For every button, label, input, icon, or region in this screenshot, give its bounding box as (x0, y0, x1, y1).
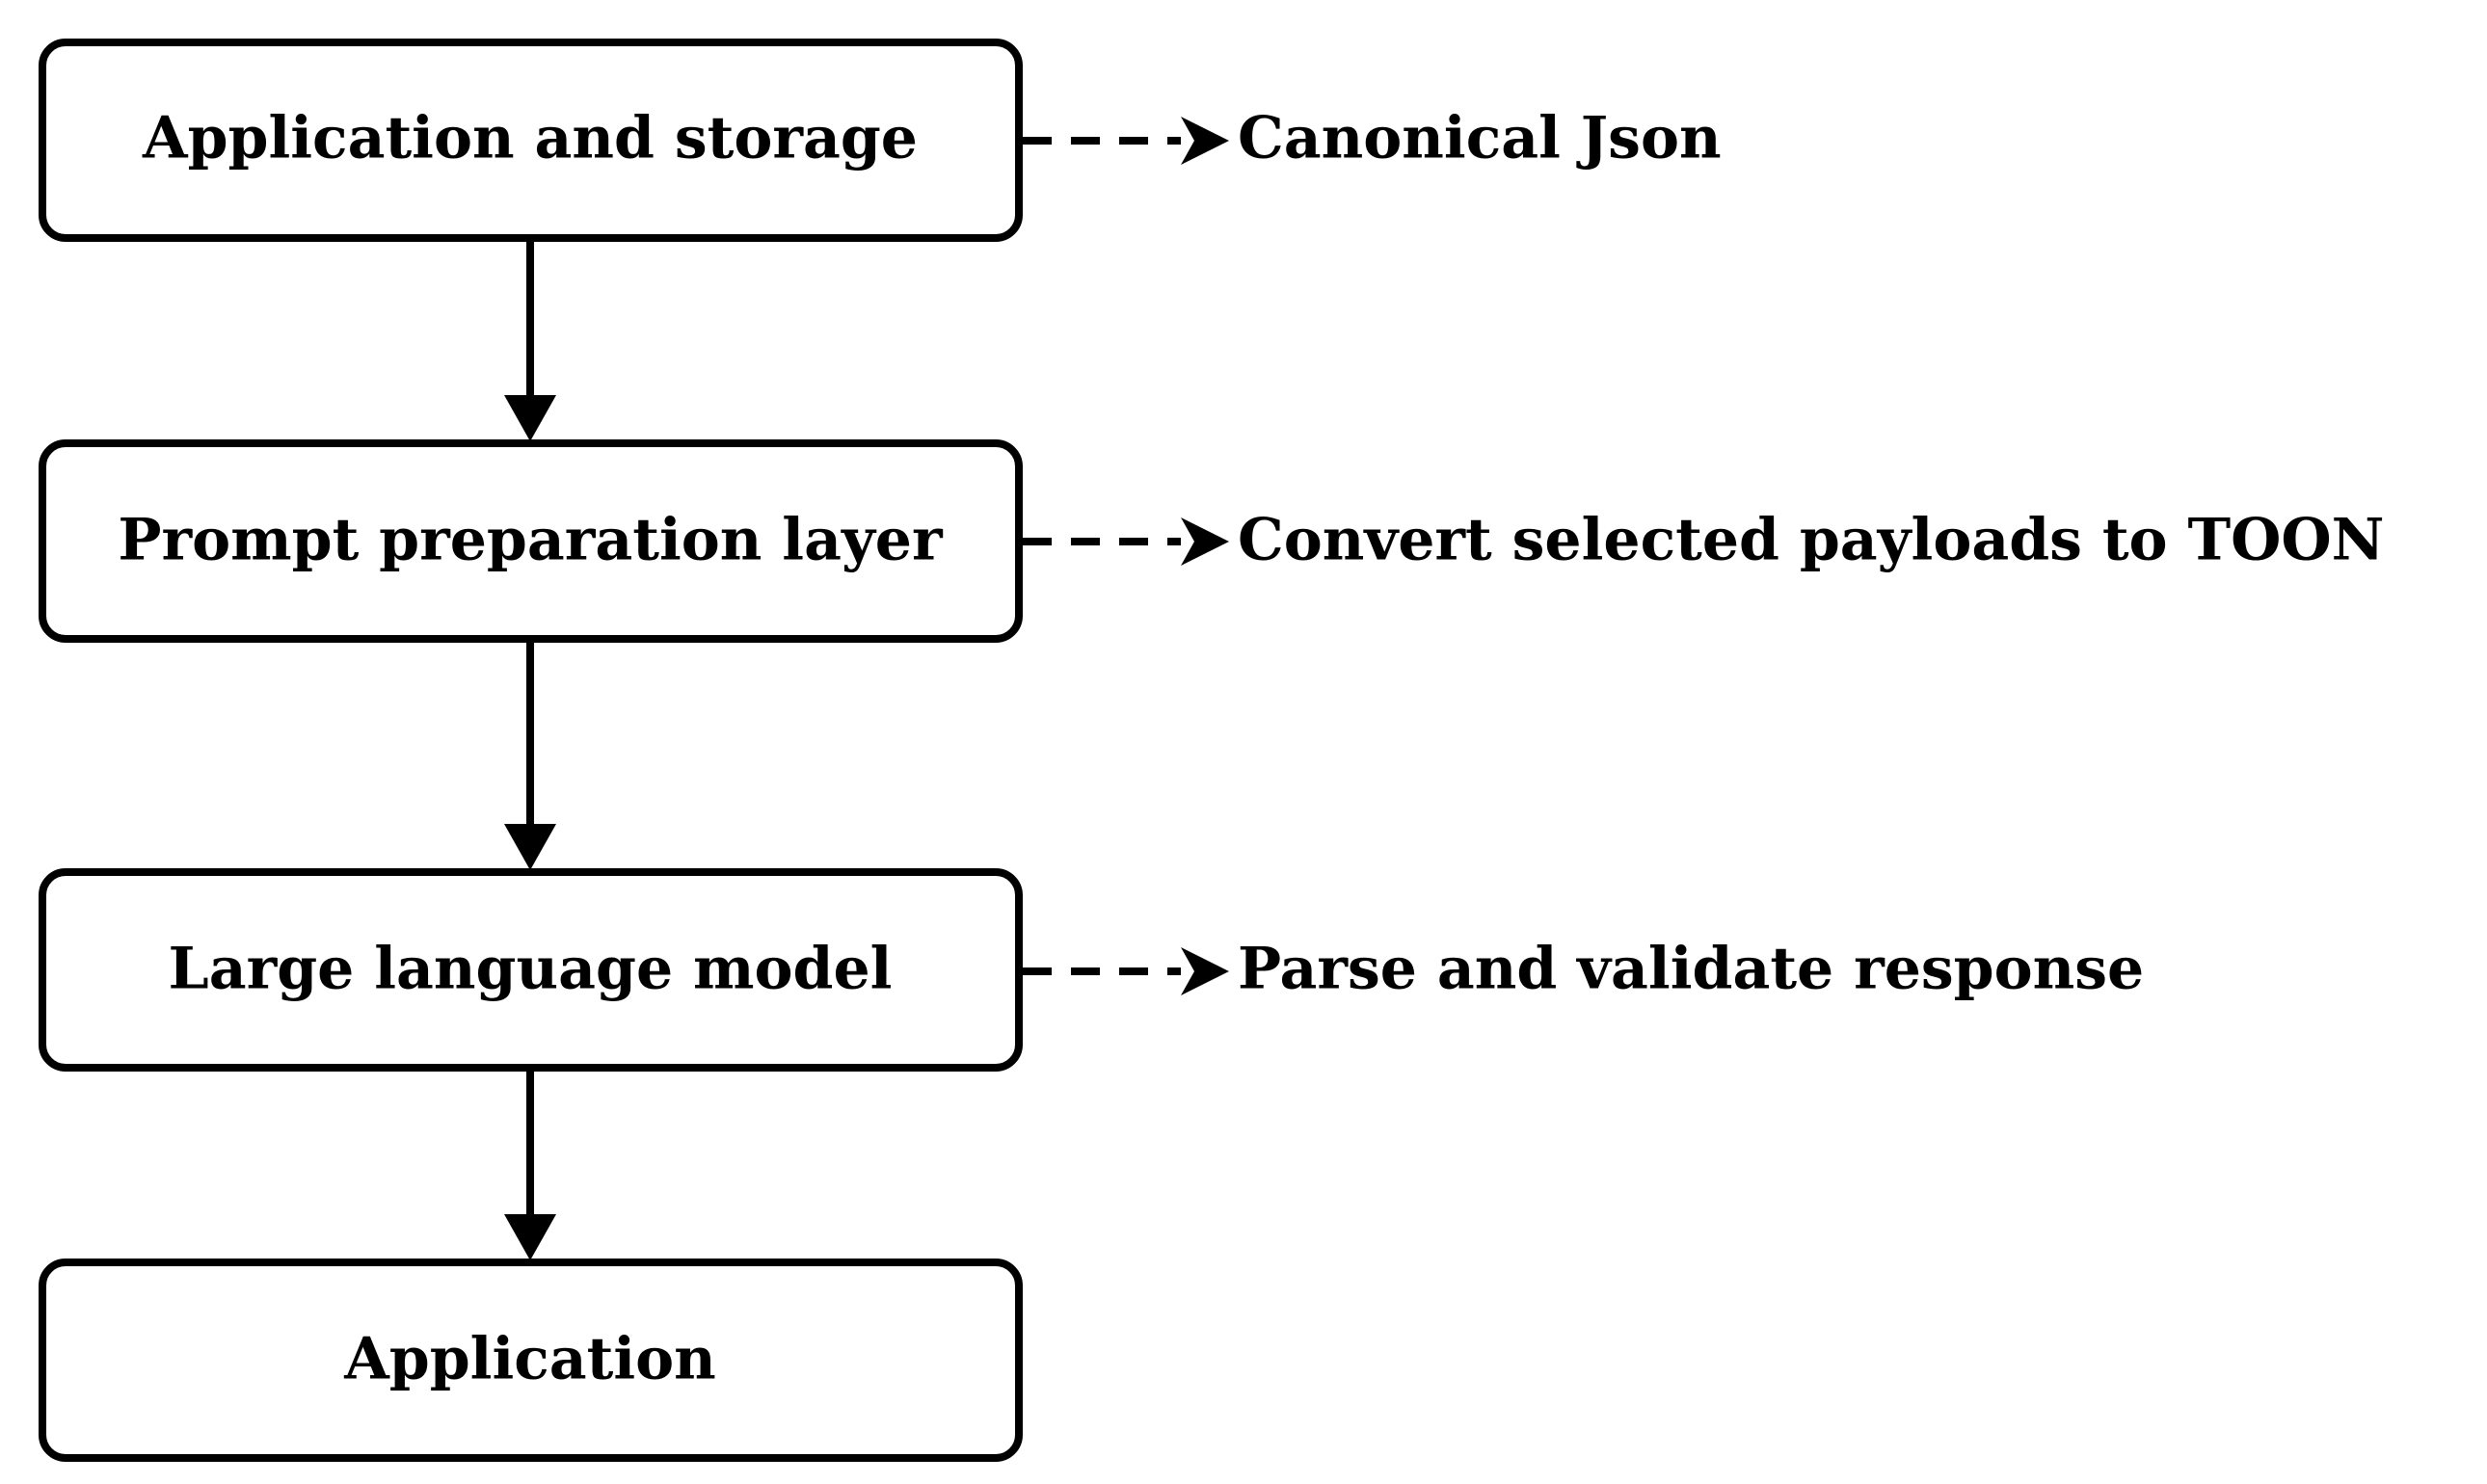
note-canonical-json: Canonical Json (1238, 105, 1722, 172)
box-large-language-model-label: Large language model (169, 936, 893, 1003)
arrow-head-icon (1181, 517, 1229, 566)
arrow-head-icon (504, 395, 556, 441)
box-application-and-storage: Application and storage (39, 39, 1023, 242)
arrow-head-icon (504, 824, 556, 870)
arrow-head-icon (1181, 117, 1229, 165)
dashed-arrow-storage-note (1023, 117, 1229, 165)
arrow-head-icon (1181, 947, 1229, 995)
box-prompt-preparation-layer-label: Prompt preparation layer (118, 507, 944, 574)
dashed-arrow-llm-note (1023, 947, 1229, 995)
box-large-language-model: Large language model (39, 868, 1023, 1072)
note-parse-and-validate: Parse and validate response (1238, 936, 2144, 1003)
arrow-llm-to-app (504, 1068, 556, 1260)
dashed-arrow-prompt-note (1023, 517, 1229, 566)
box-prompt-preparation-layer: Prompt preparation layer (39, 439, 1023, 643)
box-application-and-storage-label: Application and storage (142, 105, 918, 172)
arrow-head-icon (504, 1214, 556, 1260)
arrow-storage-to-prompt (504, 238, 556, 441)
arrow-prompt-to-llm (504, 639, 556, 870)
box-application: Application (39, 1259, 1023, 1462)
note-convert-to-toon: Convert selected payloads to TOON (1238, 507, 2384, 574)
box-application-label: Application (343, 1326, 716, 1393)
